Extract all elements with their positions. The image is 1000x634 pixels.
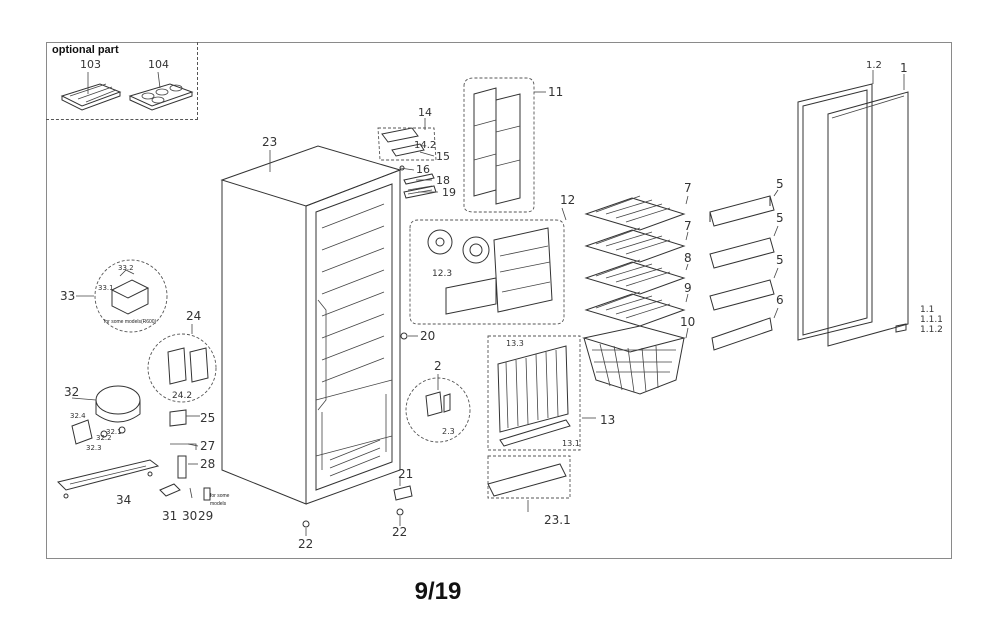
optional-part-box [46,42,198,120]
callout-21: 21 [398,467,413,481]
callout-1: 1 [900,61,908,75]
callout-33: 33 [60,289,75,303]
callout-5b: 5 [776,211,784,225]
page-number: 9/19 [414,578,462,605]
callout-33-2: 33.2 [118,264,134,272]
ice-tray-104 [128,83,194,111]
callout-12-3: 12.3 [432,269,452,279]
bottom-small-parts [159,483,211,501]
callout-30: 30 [182,509,197,523]
ice-tray-103 [60,83,122,111]
callout-14: 14 [418,106,432,119]
note-for-some-29-line1: for some [210,493,230,499]
door-assembly [797,83,909,347]
note-for-some-models-33: for some models(R600) [104,319,157,325]
callout-32-2: 32.2 [96,434,112,442]
callout-32-1: 32.1 [106,428,122,436]
callout-31: 31 [162,509,177,523]
callout-23: 23 [262,135,277,149]
callout-32: 32 [64,385,79,399]
door-bins [709,195,775,351]
component-24 [147,333,217,403]
callout-29: 29 [198,509,213,523]
callout-23-1: 23.1 [544,513,571,527]
callout-1-1-2: 1.1.2 [920,325,943,335]
callout-13-1: 13.1 [562,439,580,448]
evaporator-13 [487,335,581,451]
callout-5c: 5 [776,253,784,267]
callout-18: 18 [436,174,450,187]
callout-16: 16 [416,163,430,176]
optional-part-label: optional part [52,44,119,56]
cabinet [220,145,402,505]
cover-panels-11 [463,77,535,213]
wire-basket-10 [582,325,686,395]
callout-6: 6 [776,293,784,307]
callout-34: 34 [116,493,131,507]
callout-13: 13 [600,413,615,427]
callout-2-3: 2.3 [442,427,455,436]
callout-10: 10 [680,315,695,329]
shelves [584,195,686,327]
drip-tray-23-1 [487,455,571,499]
callout-14-2: 14.2 [414,140,436,151]
callout-9: 9 [684,281,692,295]
callout-24-2: 24.2 [172,391,192,401]
callout-28: 28 [200,457,215,471]
compressor-component-33 [94,259,168,333]
callout-32-3: 32.3 [86,444,102,452]
fan-cover-12 [409,219,565,325]
callout-24: 24 [186,309,201,323]
callout-8: 8 [684,251,692,265]
callout-15: 15 [436,150,450,163]
feet [302,332,413,528]
bottom-rail-34 [57,459,160,499]
note-for-some-29-line2: models [210,501,227,507]
callout-32-4: 32.4 [70,412,86,420]
callout-25: 25 [200,411,215,425]
callout-1-1: 1.1 [920,305,934,315]
callout-7b: 7 [684,219,692,233]
callout-103: 103 [80,58,101,71]
callout-2: 2 [434,359,442,373]
callout-12: 12 [560,193,575,207]
callout-13-3: 13.3 [506,339,524,348]
leader-lines [71,70,905,536]
callout-7a: 7 [684,181,692,195]
callout-5a: 5 [776,177,784,191]
callout-20: 20 [420,329,435,343]
callout-104: 104 [148,58,169,71]
callout-1-2: 1.2 [866,60,882,71]
callout-22b: 22 [392,525,407,539]
small-parts [169,409,197,479]
diagram-frame [46,42,952,559]
callout-19: 19 [442,186,456,199]
callout-11: 11 [548,85,563,99]
callout-33-1: 33.1 [98,284,114,292]
callout-22a: 22 [298,537,313,551]
callout-1-1-1: 1.1.1 [920,315,943,325]
callout-27: 27 [200,439,215,453]
